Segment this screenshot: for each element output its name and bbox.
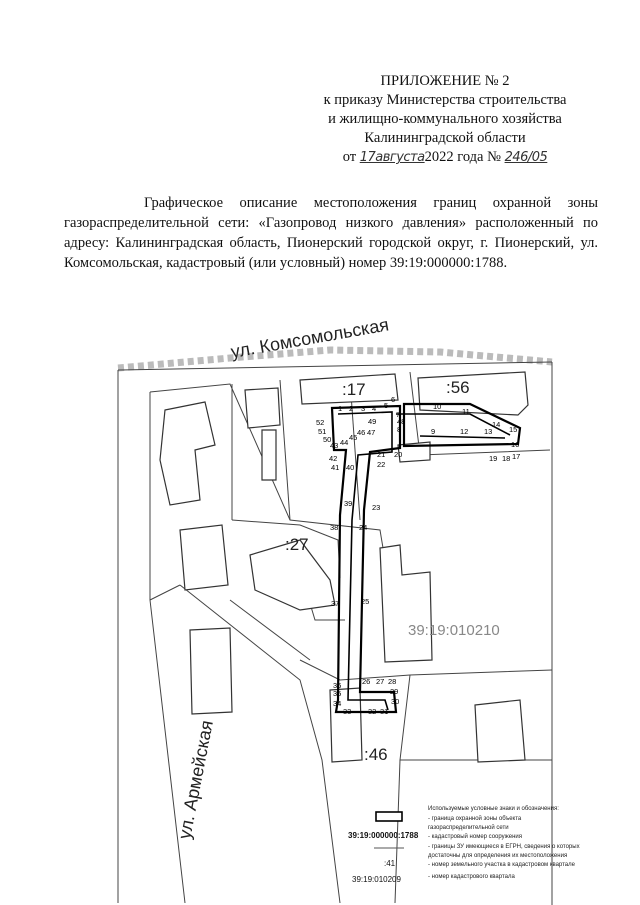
legend-item-cadastral: - кадастровый номер сооружения xyxy=(428,833,522,840)
handwritten-date: 17августа xyxy=(359,150,425,165)
parcel-56: :56 xyxy=(446,378,470,397)
point-47: 47 xyxy=(367,428,375,437)
point-29: 29 xyxy=(390,687,398,696)
point-17: 17 xyxy=(512,452,520,461)
boundary-description: Графическое описание местоположения гран… xyxy=(64,193,598,273)
point-8: 8 xyxy=(397,425,401,434)
legend-item-quarter: - номер кадастрового квартала xyxy=(428,874,515,880)
point-34: 34 xyxy=(333,699,341,708)
point-14: 14 xyxy=(492,420,500,429)
order-line-housing: и жилищно-коммунального хозяйства xyxy=(328,111,562,127)
legend-item-boundary-2: достаточны для определения их местополож… xyxy=(428,853,567,859)
point-28: 28 xyxy=(388,677,396,686)
point-3: 3 xyxy=(361,404,365,413)
date-suffix: 2022 года № xyxy=(424,149,501,165)
street-band xyxy=(117,346,553,372)
point-6: 6 xyxy=(391,395,395,404)
parcel-46: :46 xyxy=(364,745,388,764)
point-30: 30 xyxy=(391,697,399,706)
point-26: 26 xyxy=(362,677,370,686)
point-31: 31 xyxy=(380,707,388,716)
point-16: 16 xyxy=(511,440,519,449)
point-50: 50 xyxy=(323,435,331,444)
point-37: 37 xyxy=(331,599,339,608)
point-43: 43 xyxy=(330,441,338,450)
gas-pipeline xyxy=(337,411,511,711)
point-49: 49 xyxy=(368,417,376,426)
point-1: 1 xyxy=(338,404,342,413)
parcel-17: :17 xyxy=(342,380,366,399)
point-10: 10 xyxy=(433,402,441,411)
point-9: 9 xyxy=(431,427,435,436)
point-41: 41 xyxy=(331,463,339,472)
legend-title: Используемые условные знаки и обозначени… xyxy=(428,806,559,812)
appendix-header: ПРИЛОЖЕНИЕ № 2 к приказу Министерства ст… xyxy=(300,72,590,167)
point-4: 4 xyxy=(372,404,376,413)
order-line-region: Калининградской области xyxy=(364,130,526,146)
protection-zone xyxy=(330,404,402,714)
point-15: 15 xyxy=(509,425,517,434)
date-prefix: от xyxy=(342,149,357,165)
point-19: 19 xyxy=(489,454,497,463)
legend-item-zone-2: газораспределительной сети xyxy=(428,824,509,831)
parcel-boundaries xyxy=(117,361,553,905)
point-5: 5 xyxy=(384,401,388,410)
description-text: Графическое описание местоположения гран… xyxy=(64,195,598,271)
point-18: 18 xyxy=(502,454,510,463)
point-45: 45 xyxy=(349,433,357,442)
point-23: 23 xyxy=(372,503,380,512)
point-48: 48 xyxy=(397,417,405,426)
point-11: 11 xyxy=(462,407,470,416)
legend-item-boundary-1: - границы ЗУ имеющиеся в ЕГРН, сведения … xyxy=(428,844,580,850)
point-38: 38 xyxy=(330,523,338,532)
handwritten-number: 246/05 xyxy=(504,150,548,165)
point-51: 51 xyxy=(318,427,326,436)
legend-item-zone-1: - граница охранной зоны объекта xyxy=(428,815,522,822)
order-date-line: от 17августа2022 года № 246/05 xyxy=(300,148,590,167)
street-armeyskaya: ул. Армейская xyxy=(174,719,217,841)
point-35: 35 xyxy=(333,689,341,698)
point-32: 32 xyxy=(368,707,376,716)
point-22: 22 xyxy=(377,460,385,469)
point-24: 24 xyxy=(359,523,367,532)
point-46: 46 xyxy=(357,428,365,437)
parcel-27: :27 xyxy=(285,535,309,554)
point-13: 13 xyxy=(484,427,492,436)
appendix-title: ПРИЛОЖЕНИЕ № 2 xyxy=(380,73,510,89)
protection-zone-east xyxy=(402,402,522,448)
point-39: 39 xyxy=(344,499,352,508)
point-40: 40 xyxy=(346,463,354,472)
quarter-number: 39:19:010210 xyxy=(408,622,500,639)
point-12: 12 xyxy=(460,427,468,436)
point-52: 52 xyxy=(316,418,324,427)
legend-item-parcel: - номер земельного участка в кадастровом… xyxy=(428,862,576,868)
point-20: 20 xyxy=(394,450,402,459)
point-7: 7 xyxy=(396,410,400,419)
buildings xyxy=(159,371,529,763)
legend-parcel-symbol: :41 xyxy=(384,859,396,868)
order-line-ministry: к приказу Министерства строительства xyxy=(323,92,567,108)
point-2: 2 xyxy=(349,404,353,413)
point-27: 27 xyxy=(376,677,384,686)
point-36: 36 xyxy=(333,681,341,690)
point-42: 42 xyxy=(329,454,337,463)
point-44: 44 xyxy=(340,438,348,447)
legend-quarter-symbol: 39:19:010209 xyxy=(352,875,401,884)
legend: Используемые условные знаки и обозначени… xyxy=(348,806,580,884)
legend-cadastral-symbol: 39:19:000000:1788 xyxy=(348,831,419,840)
point-25: 25 xyxy=(361,597,369,606)
legend-zone-symbol xyxy=(375,811,403,822)
point-21: 21 xyxy=(377,450,385,459)
point-labels: 1 2 3 4 5 6 7 8 9 10 11 12 13 14 15 16 1… xyxy=(316,395,520,716)
point-33: 33 xyxy=(343,707,351,716)
